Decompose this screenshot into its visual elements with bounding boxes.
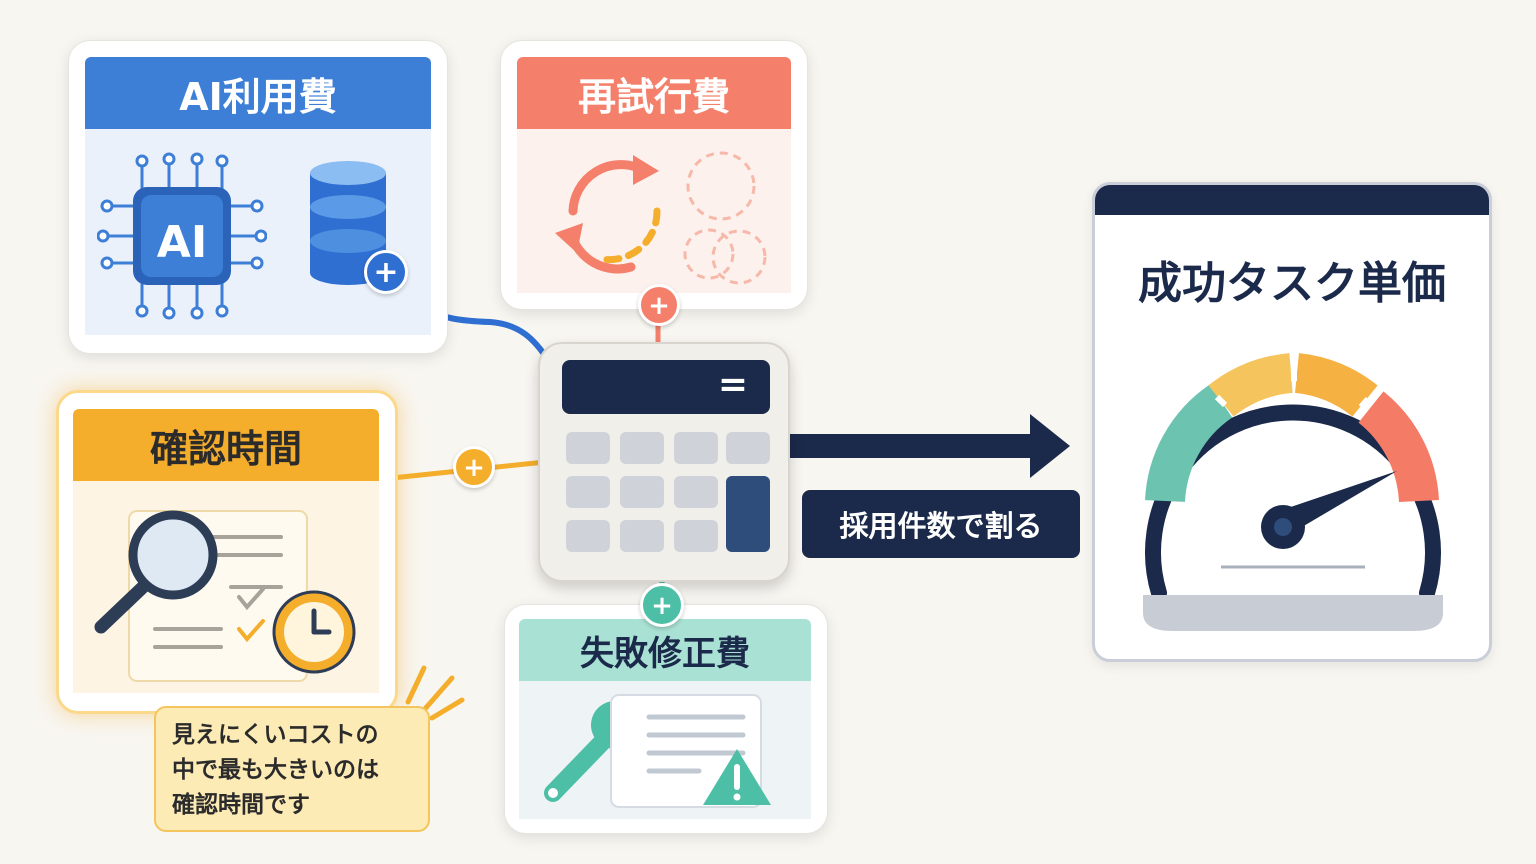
review-document-icon xyxy=(94,510,308,682)
calc-key xyxy=(726,432,770,464)
retry-cost-title: 再試行費 xyxy=(517,57,791,129)
ai-cost-card: AI利用費 AI xyxy=(68,40,448,354)
callout-line-2: 中で最も大きいのは xyxy=(172,757,379,783)
calc-key xyxy=(566,432,610,464)
emphasis-lines-icon xyxy=(405,665,465,721)
fix-cost-plus-icon: + xyxy=(640,583,684,627)
calc-key xyxy=(674,476,718,508)
divide-label: 採用件数で割る xyxy=(802,490,1080,558)
retry-cost-plus-icon: + xyxy=(638,284,680,326)
calc-key xyxy=(620,520,664,552)
calc-key xyxy=(620,476,664,508)
fix-cost-title: 失敗修正費 xyxy=(519,619,811,681)
calc-key xyxy=(674,520,718,552)
ai-chip-icon xyxy=(97,152,267,320)
calculator-display xyxy=(562,360,770,414)
retry-cycle-icon xyxy=(555,151,767,285)
calc-key xyxy=(620,432,664,464)
calculator-display-symbol: = xyxy=(717,364,749,405)
calculator: = xyxy=(538,342,790,582)
callout-line-3: 確認時間です xyxy=(172,792,310,818)
error-document-icon xyxy=(610,694,771,808)
result-header-bar xyxy=(1095,185,1489,215)
fix-cost-card: 失敗修正費 xyxy=(504,604,828,834)
review-time-card: 確認時間 xyxy=(56,390,398,714)
callout-line-1: 見えにくいコストの xyxy=(172,722,379,748)
result-title: 成功タスク単価 xyxy=(1138,258,1446,309)
ai-cost-title: AI利用費 xyxy=(85,57,431,129)
calc-key xyxy=(566,520,610,552)
clock-icon xyxy=(272,590,356,674)
calc-key xyxy=(674,432,718,464)
retry-cost-card: 再試行費 xyxy=(500,40,808,310)
callout-box: 見えにくいコストの 中で最も大きいのは 確認時間です xyxy=(154,706,430,832)
review-time-title: 確認時間 xyxy=(73,409,379,481)
gauge-icon xyxy=(1143,353,1443,631)
ai-cost-plus-icon: + xyxy=(364,250,408,294)
review-time-plus-icon: + xyxy=(453,446,495,488)
ai-chip-label: AI xyxy=(156,217,208,268)
calc-key xyxy=(566,476,610,508)
result-card: 成功タスク単価 xyxy=(1092,182,1492,662)
calc-equals-key xyxy=(726,476,770,552)
